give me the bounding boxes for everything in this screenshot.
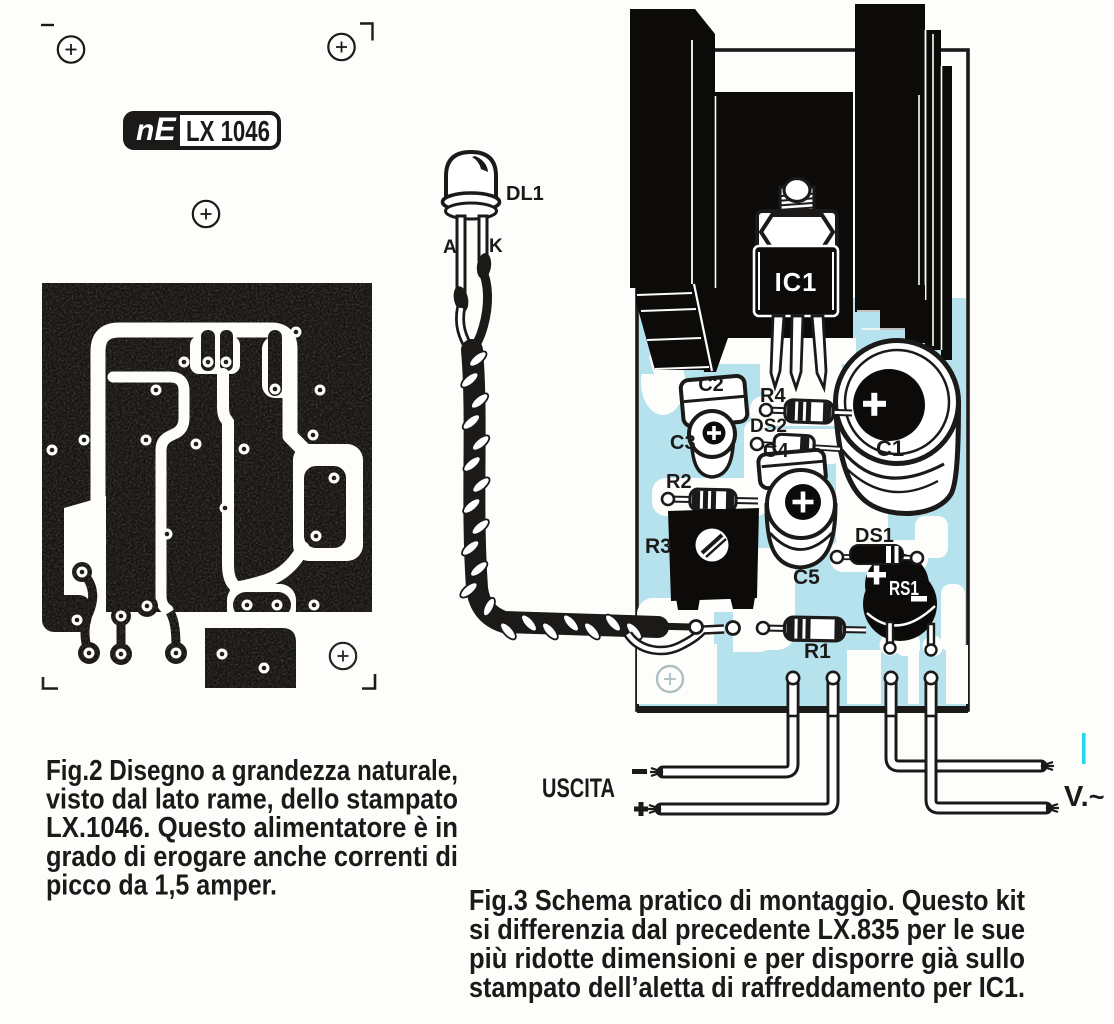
svg-text:R4: R4 [760, 385, 786, 407]
svg-text:stampato dell’aletta di raffre: stampato dell’aletta di raffreddamento p… [469, 972, 1025, 1004]
svg-text:IC1: IC1 [775, 269, 818, 297]
svg-text:più ridotte dimensioni e per d: più ridotte dimensioni e per disporre gi… [469, 943, 1025, 975]
svg-text:visto dal lato rame, dello sta: visto dal lato rame, dello stampato [46, 784, 458, 816]
svg-text:R2: R2 [666, 471, 692, 493]
svg-text:RS1: RS1 [889, 578, 919, 600]
svg-text:A: A [443, 237, 457, 258]
svg-text:Fig.2 Disegno a grandezza natu: Fig.2 Disegno a grandezza naturale, [46, 755, 458, 787]
svg-text:DS1: DS1 [855, 525, 894, 547]
svg-text:C5: C5 [793, 566, 820, 589]
svg-text:DS2: DS2 [750, 416, 787, 437]
svg-text:R1: R1 [804, 640, 831, 663]
svg-text:LX.1046. Questo alimentatore è: LX.1046. Questo alimentatore è in [46, 812, 458, 844]
svg-text:C1: C1 [876, 436, 904, 461]
svg-text:K: K [489, 236, 503, 257]
svg-text:si differenzia dal precedente: si differenzia dal precedente LX.835 per… [469, 914, 1025, 946]
svg-text:nE: nE [136, 111, 177, 147]
svg-text:R3: R3 [645, 535, 672, 558]
svg-text:C4: C4 [763, 440, 789, 462]
svg-text:C2: C2 [698, 374, 724, 396]
svg-text:Fig.3 Schema pratico di montag: Fig.3 Schema pratico di montaggio. Quest… [469, 885, 1025, 917]
svg-text:grado di erogare anche corrent: grado di erogare anche correnti di [46, 841, 458, 873]
svg-text:LX 1046: LX 1046 [186, 116, 270, 148]
svg-text:USCITA: USCITA [542, 773, 615, 803]
svg-text:DL1: DL1 [506, 183, 544, 205]
svg-text:V.~: V.~ [1064, 781, 1105, 813]
svg-text:C3: C3 [670, 432, 696, 454]
svg-text:picco da 1,5 amper.: picco da 1,5 amper. [46, 869, 277, 901]
